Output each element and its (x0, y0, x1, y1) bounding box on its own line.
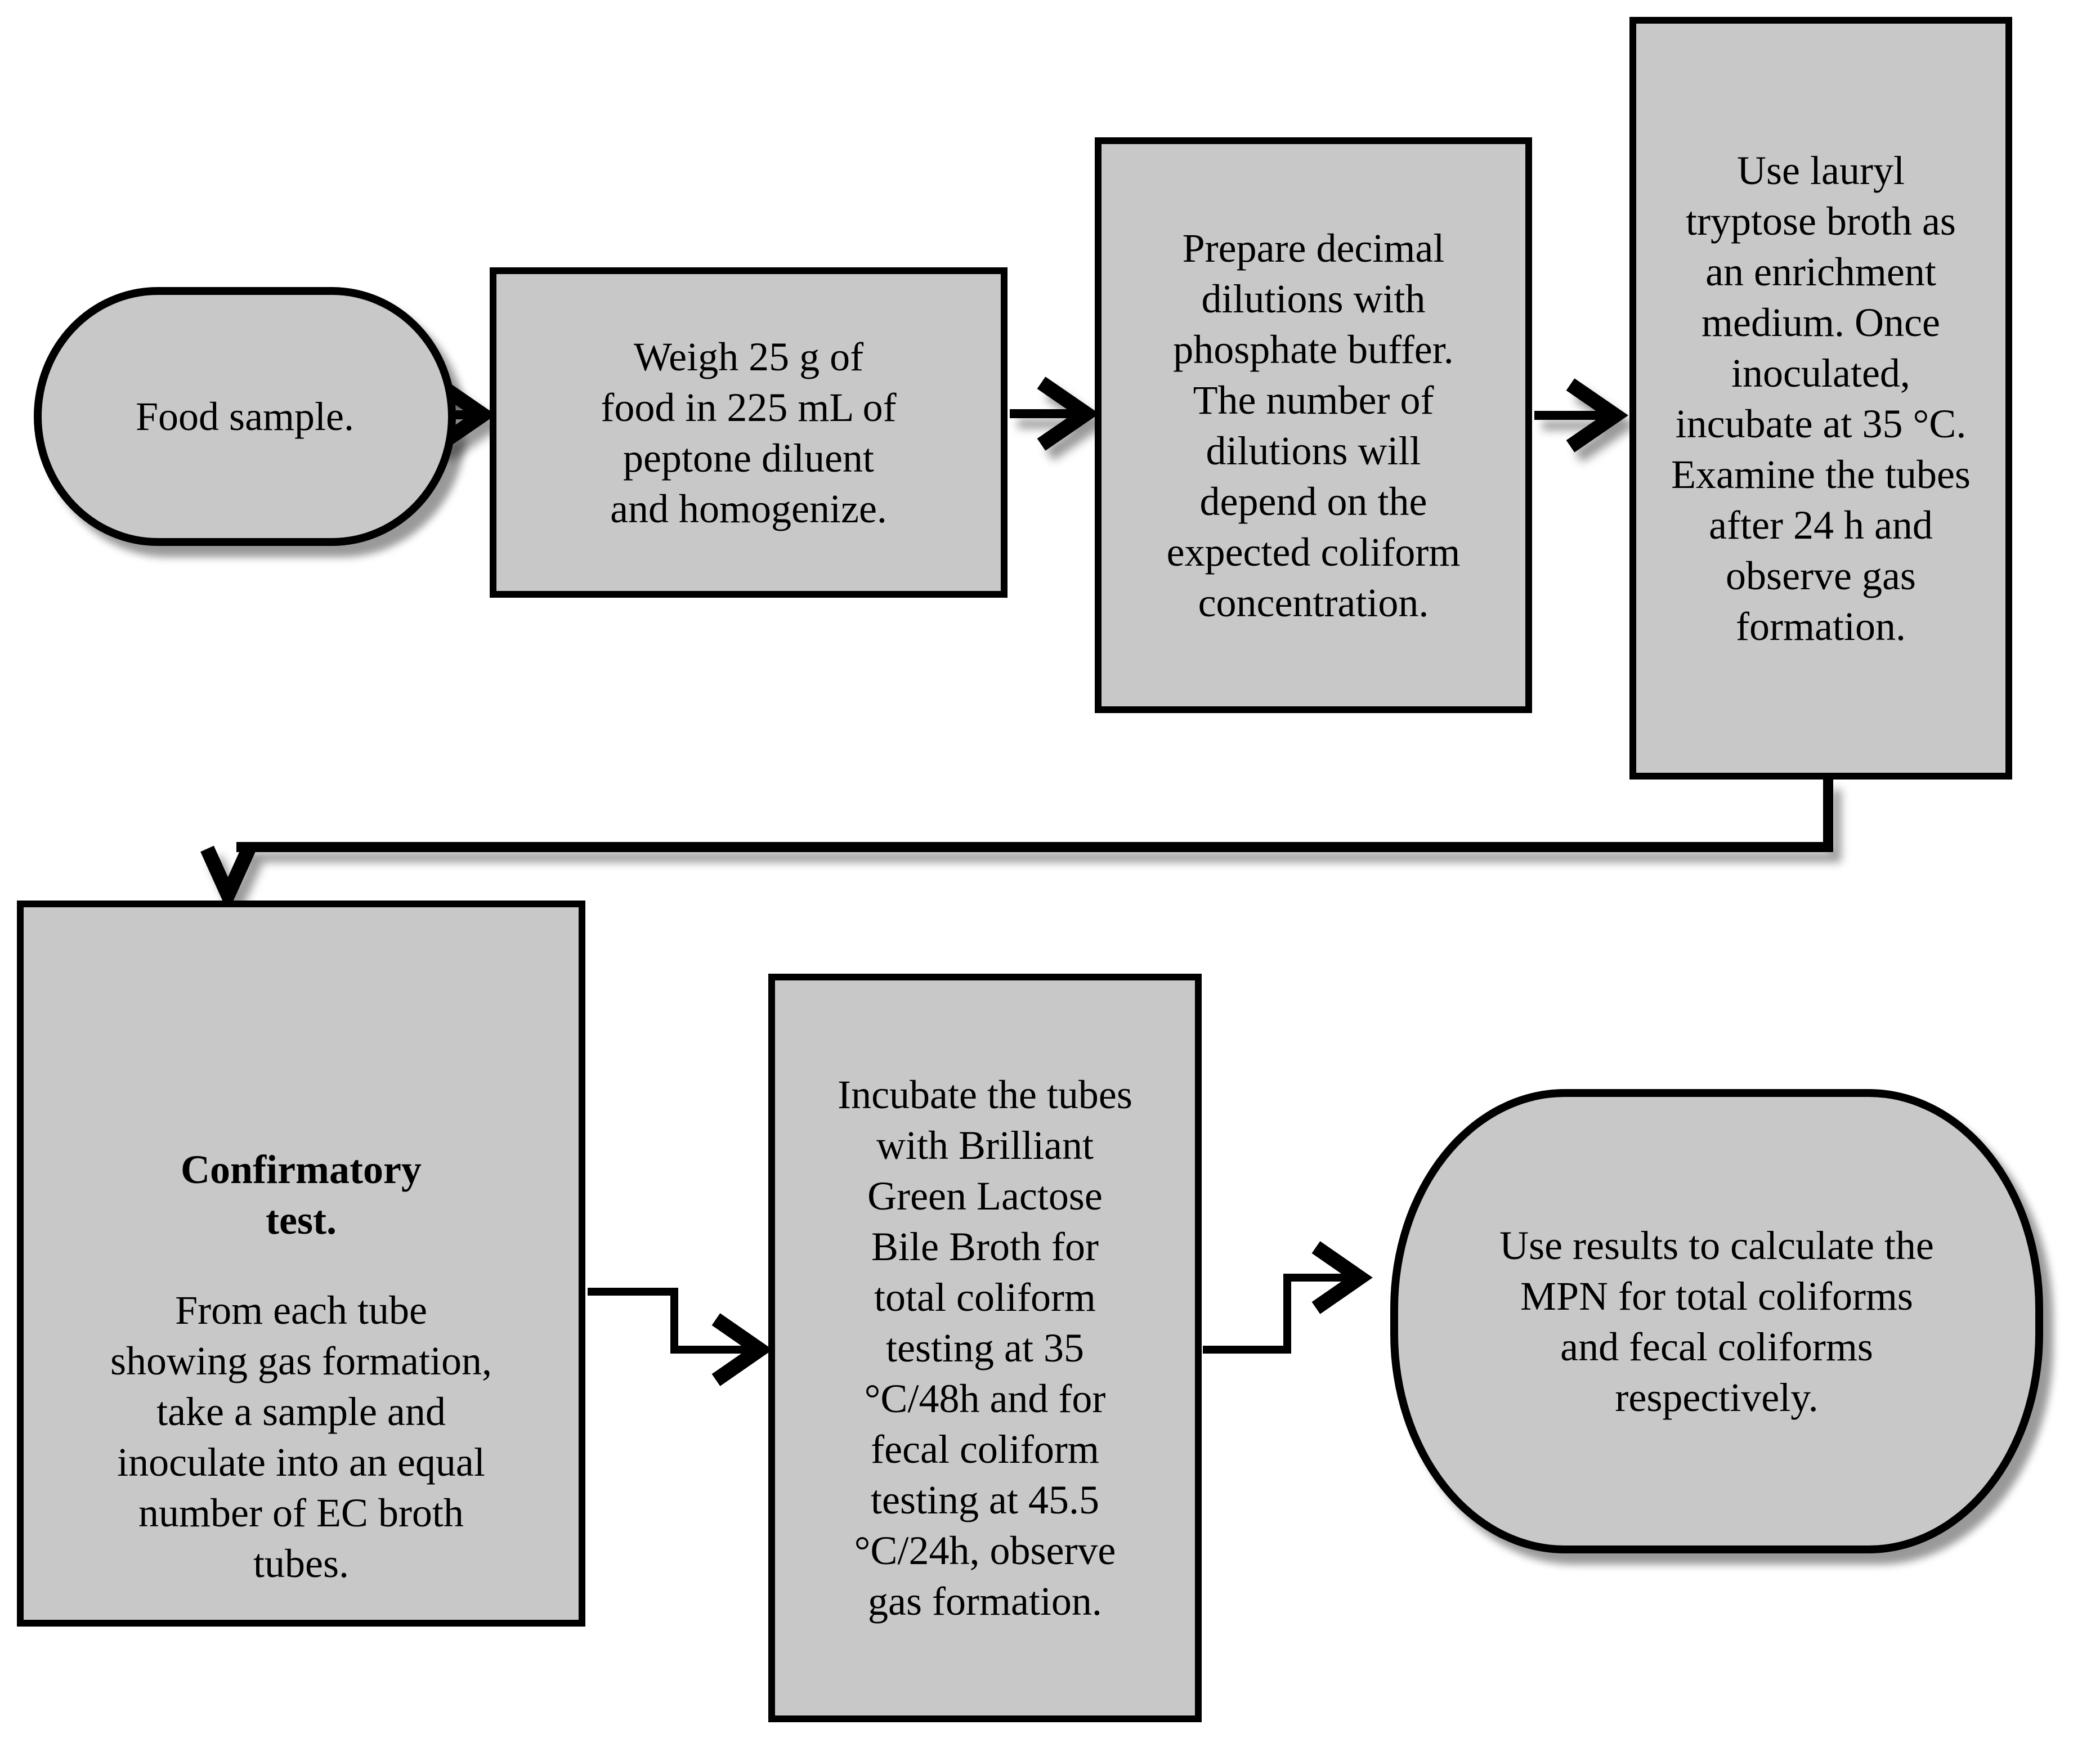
node-confirmatory: Confirmatory test. From each tube showin… (17, 901, 585, 1627)
node-dilutions: Prepare decimal dilutions with phosphate… (1095, 137, 1532, 713)
node-food-sample-label: Food sample. (136, 394, 354, 439)
elbow-arrow-lauryl-to-confirmatory (200, 780, 1833, 913)
node-weigh-label: Weigh 25 g of food in 225 mL of peptone … (601, 334, 897, 531)
node-bglb-label: Incubate the tubes with Brilliant Green … (838, 1072, 1132, 1624)
step-arrow-confirmatory-to-bglb (588, 1288, 773, 1386)
node-weigh: Weigh 25 g of food in 225 mL of peptone … (490, 267, 1008, 598)
node-food-sample: Food sample. (34, 287, 456, 546)
node-mpn-label: Use results to calculate the MPN for tot… (1499, 1222, 1934, 1420)
node-dilutions-label: Prepare decimal dilutions with phosphate… (1166, 225, 1461, 625)
node-bglb: Incubate the tubes with Brilliant Green … (768, 974, 1202, 1722)
node-confirmatory-heading: Confirmatory test. (181, 1147, 422, 1243)
arrow-weigh-to-dilutions (1010, 377, 1099, 451)
step-arrow-bglb-to-mpn (1203, 1241, 1373, 1354)
node-mpn: Use results to calculate the MPN for tot… (1390, 1089, 2043, 1553)
node-lauryl: Use lauryl tryptose broth as an enrichme… (1629, 17, 2012, 780)
node-confirmatory-label: From each tube showing gas formation, ta… (110, 1288, 492, 1586)
arrow-dilutions-to-lauryl (1534, 378, 1628, 453)
node-lauryl-label: Use lauryl tryptose broth as an enrichme… (1671, 147, 1971, 649)
